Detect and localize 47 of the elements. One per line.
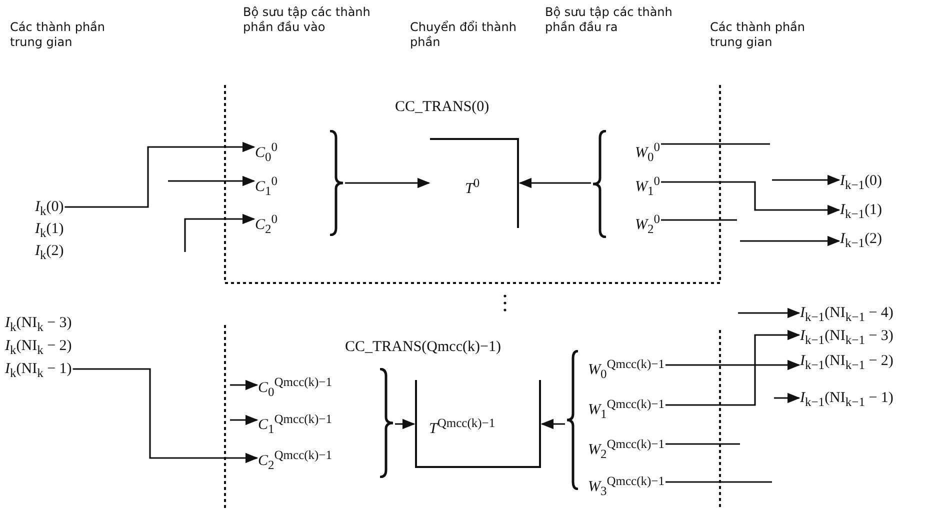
component-label: I$_{k−1}$(2) xyxy=(840,230,882,252)
arrow xyxy=(72,368,258,464)
arrow xyxy=(230,414,258,426)
arrow xyxy=(665,330,800,406)
column-heading: Các thành phần trung gian xyxy=(710,20,806,50)
component-label: I$_{k}$(1) xyxy=(35,220,64,242)
arrow xyxy=(395,418,416,430)
arrow xyxy=(64,142,256,208)
arrow xyxy=(665,360,800,370)
connector-line xyxy=(665,481,772,483)
component-label: I$_{k−1}$(NI$_{k−1}$ − 4) xyxy=(800,304,894,326)
arrow xyxy=(518,178,591,188)
component-label: I$_{k−1}$(1) xyxy=(840,201,882,223)
column-heading: Bộ sưu tập các thành phần đầu vào xyxy=(243,5,372,35)
column-heading: Các thành phần trung gian xyxy=(10,20,106,50)
arrow xyxy=(345,178,430,188)
component-label: I$_{k}$(0) xyxy=(35,198,64,220)
component-label: I$_{k−1}$(0) xyxy=(840,172,882,194)
curly-bracket xyxy=(328,130,344,236)
component-label: I$_{k}$(2) xyxy=(35,242,64,264)
transform-title: CC_TRANS(0) xyxy=(395,98,490,116)
arrow xyxy=(540,418,565,430)
column-heading: Chuyển đổi thành phần xyxy=(410,20,518,50)
column-heading: Bộ sưu tập các thành phần đầu ra xyxy=(545,5,674,35)
component-label: I$_{k−1}$(NI$_{k−1}$ − 2) xyxy=(800,352,894,374)
connector-line xyxy=(661,219,737,221)
curly-bracket xyxy=(592,130,608,238)
curly-bracket xyxy=(378,368,394,478)
arrow xyxy=(774,392,800,404)
transform-symbol: T$^{0}$ xyxy=(465,175,480,198)
transform-title: CC_TRANS(Qmcc(k)−1) xyxy=(345,338,501,356)
arrow xyxy=(740,236,840,246)
arrow xyxy=(230,380,258,390)
connector-line xyxy=(665,443,740,445)
arrow xyxy=(184,214,256,252)
transform-symbol: T$^{Qmcc(k)−1}$ xyxy=(429,415,496,438)
arrow xyxy=(168,176,256,186)
component-label: I$_{k}$(NI$_{k}$ − 1) xyxy=(5,360,72,382)
connector-line xyxy=(661,143,770,145)
component-label: I$_{k}$(NI$_{k}$ − 3) xyxy=(5,314,72,336)
arrow xyxy=(772,174,840,186)
curly-bracket xyxy=(566,350,580,490)
component-label: I$_{k−1}$(NI$_{k−1}$ − 3) xyxy=(800,327,894,349)
arrow xyxy=(738,308,800,318)
arrow xyxy=(661,181,840,216)
component-label: I$_{k}$(NI$_{k}$ − 2) xyxy=(5,337,72,359)
component-label: I$_{k−1}$(NI$_{k−1}$ − 1) xyxy=(800,389,894,411)
